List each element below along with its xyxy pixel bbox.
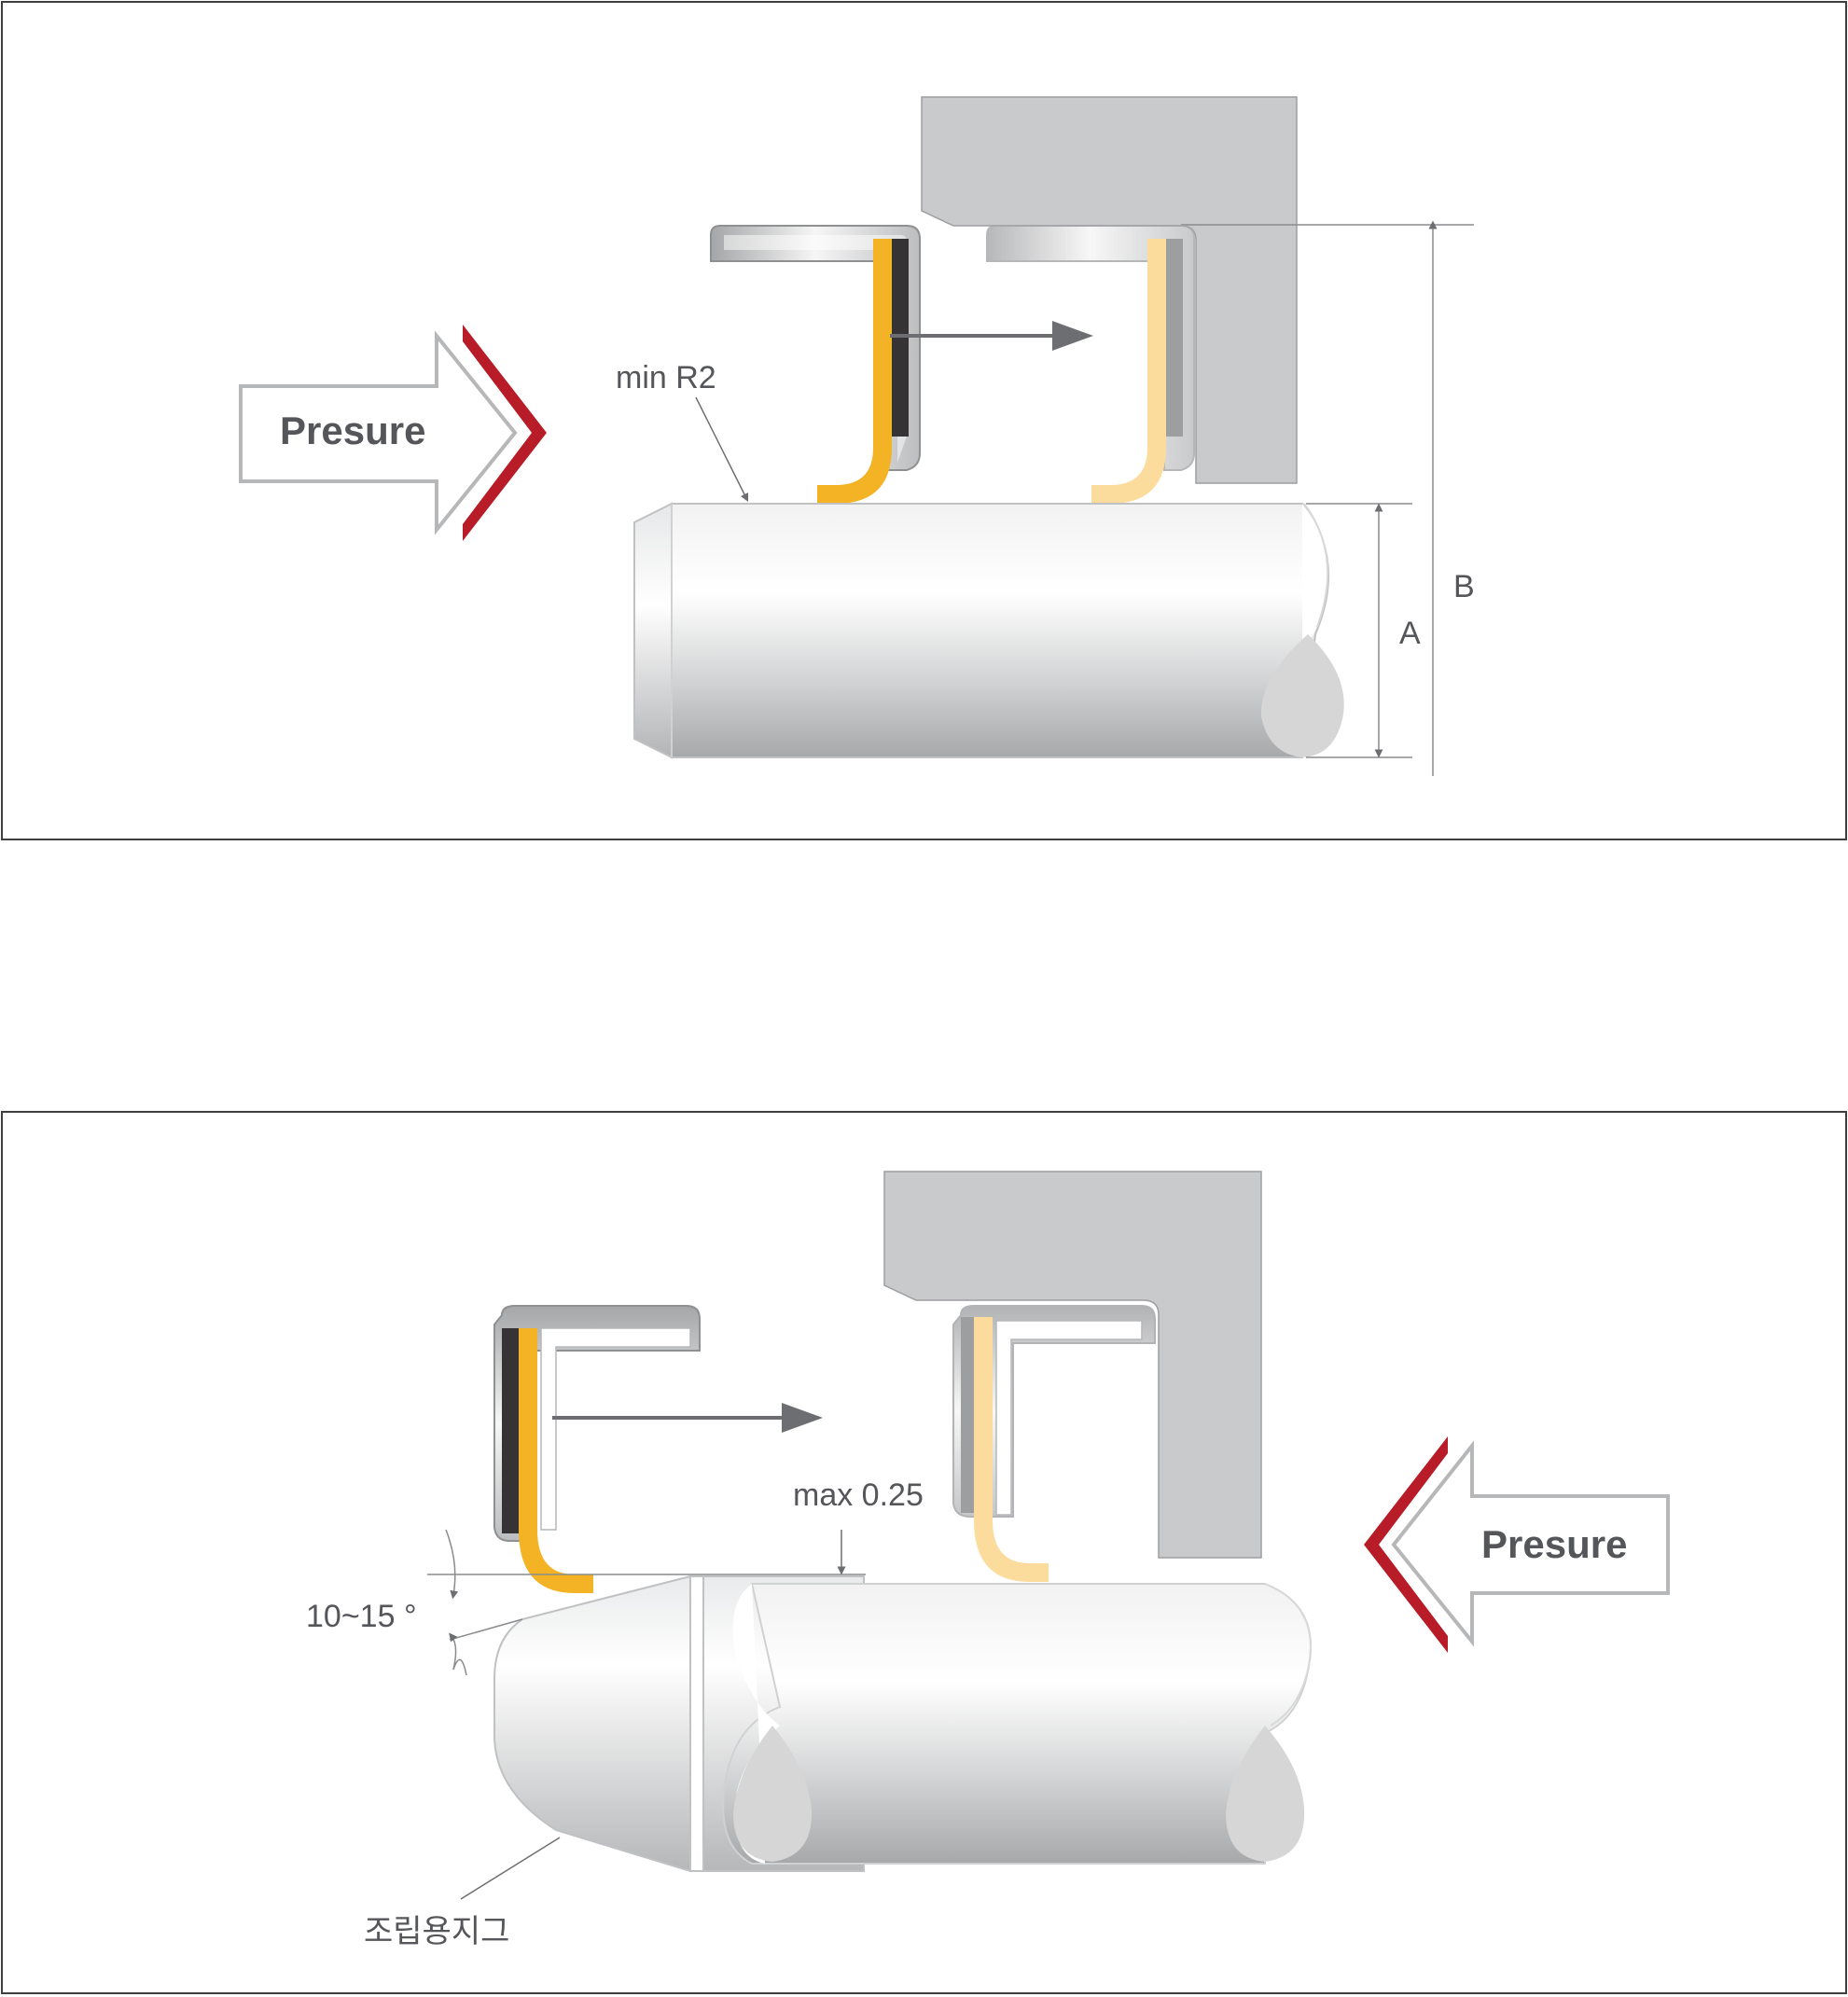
- angle-label: 10~15 °: [306, 1599, 417, 1634]
- bottom-seal-before: [493, 1305, 701, 1593]
- top-seal-lip: [817, 239, 892, 504]
- bottom-shaft: [722, 1583, 1312, 1865]
- top-pressure-label: Presure: [280, 409, 425, 452]
- bottom-seal-installed: [952, 1305, 1156, 1582]
- top-seal-installed: [986, 225, 1195, 504]
- jig-label: 조립용지그: [364, 1913, 509, 1950]
- bottom-pressure-label: Presure: [1481, 1522, 1627, 1566]
- dim-a-label: A: [1399, 616, 1421, 651]
- bottom-housing: [883, 1171, 1262, 1559]
- top-pressure-arrow: Presure: [239, 325, 547, 541]
- dim-b-label: B: [1453, 569, 1475, 604]
- bottom-pressure-arrow: Presure: [1364, 1436, 1670, 1653]
- bottom-seal-lip-installed: [974, 1317, 1049, 1582]
- bottom-seal-lip: [519, 1328, 593, 1593]
- radius-label: min R2: [616, 360, 716, 395]
- gap-label: max 0.25: [793, 1477, 924, 1513]
- top-seal-lip-installed: [1091, 239, 1166, 504]
- top-shaft: [633, 502, 1344, 759]
